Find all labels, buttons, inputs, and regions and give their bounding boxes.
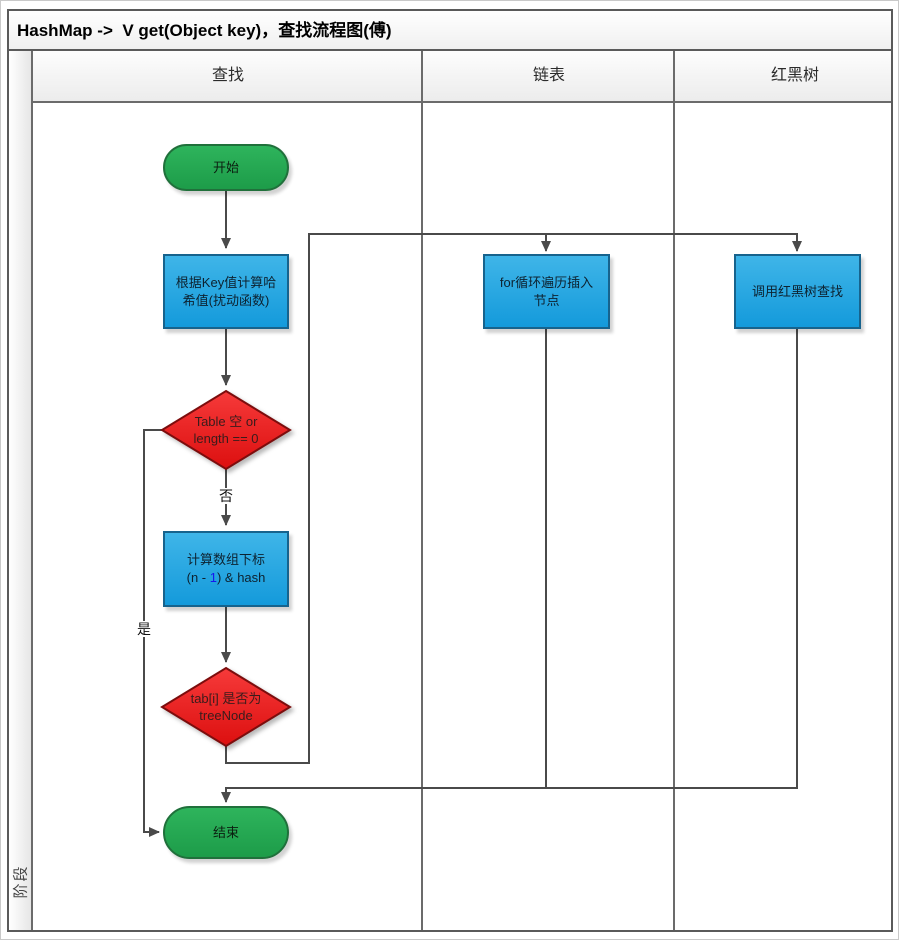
hash-calc-line1: 根据Key值计算哈: [175, 274, 277, 290]
start-label: 开始: [212, 159, 239, 175]
table-check-line1: Table 空 or: [194, 414, 258, 429]
lane-header-row: 查找 链表 红黑树: [33, 51, 891, 103]
end-node: 结束: [163, 806, 289, 859]
lane-header-rbtree: 红黑树: [770, 67, 819, 84]
lane-header-lookup: 查找: [211, 67, 244, 84]
rbtree-search-label: 调用红黑树查找: [751, 283, 843, 299]
edge-label-yes: 是: [135, 621, 153, 637]
treenode-check-line1: tab[i] 是否为: [190, 691, 262, 706]
lane-divider-1: [421, 51, 423, 930]
linked-list-line1: for循环遍历插入: [499, 274, 594, 290]
hash-calc-node: 根据Key值计算哈 希值(扰动函数): [163, 254, 289, 329]
rbtree-search-node: 调用红黑树查找: [734, 254, 861, 329]
phase-label: 阶段: [12, 864, 30, 899]
lane-divider-2: [673, 51, 675, 930]
treenode-check-decision: tab[i] 是否为 treeNode: [158, 664, 294, 750]
lane-header-linkedlist: 链表: [532, 67, 565, 84]
index-calc-line2: (n - 1) & hash: [186, 570, 266, 585]
edge-label-no: 否: [217, 488, 235, 504]
start-node: 开始: [163, 144, 289, 191]
phase-strip: 阶段: [9, 51, 33, 930]
index-calc-line1: 计算数组下标: [186, 552, 265, 567]
index-calc-node: 计算数组下标 (n - 1) & hash: [163, 531, 289, 607]
hash-calc-line2: 希值(扰动函数): [182, 292, 270, 308]
treenode-check-line2: treeNode: [199, 708, 253, 723]
linked-list-line2: 节点: [533, 292, 560, 308]
swimlane-pool: HashMap -> V get(Object key)，查找流程图(傅) 阶段…: [7, 9, 893, 932]
table-check-decision: Table 空 or length == 0: [158, 387, 294, 473]
linked-list-loop-node: for循环遍历插入 节点: [483, 254, 610, 329]
table-check-line2: length == 0: [193, 431, 259, 446]
end-label: 结束: [212, 824, 239, 840]
index-calc-highlight-number: 1: [209, 570, 217, 585]
diagram-title: HashMap -> V get(Object key)，查找流程图(傅): [9, 11, 891, 51]
